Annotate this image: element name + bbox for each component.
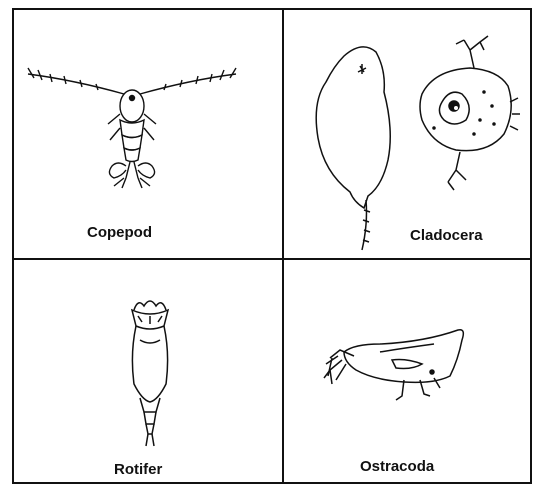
label-copepod: Copepod (87, 224, 152, 241)
label-ostracoda: Ostracoda (360, 458, 434, 475)
rotifer-icon (14, 260, 282, 484)
panel-cladocera: Cladocera (284, 10, 532, 258)
ostracoda-icon (284, 260, 532, 484)
copepod-icon (14, 10, 282, 258)
cladocera-icon (284, 10, 532, 258)
organism-grid: Copepod (12, 8, 532, 484)
label-cladocera: Cladocera (410, 227, 483, 244)
panel-copepod: Copepod (14, 10, 282, 258)
label-rotifer: Rotifer (114, 461, 162, 478)
panel-rotifer: Rotifer (14, 260, 282, 484)
panel-ostracoda: Ostracoda (284, 260, 532, 484)
